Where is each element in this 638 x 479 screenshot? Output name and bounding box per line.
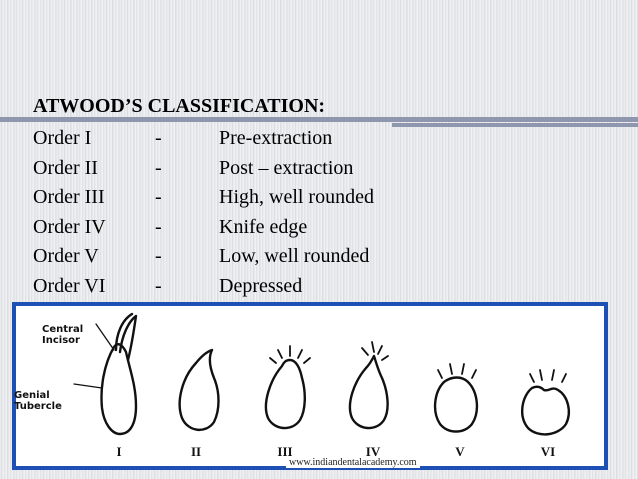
- central-incisor-label: Central Incisor: [42, 324, 84, 346]
- numeral-order-2: II: [190, 444, 202, 459]
- ridge-profile-order-2: [178, 348, 220, 431]
- order-dash: -: [155, 215, 162, 238]
- numeral-order-5: V: [455, 444, 465, 459]
- order-description: Pre-extraction: [219, 127, 333, 149]
- order-row-3: Order III - High, well rounded: [33, 183, 374, 213]
- order-description: Post – extraction: [219, 156, 354, 179]
- rays-order-5: [437, 363, 477, 379]
- order-dash: -: [155, 156, 162, 179]
- order-description: Low, well rounded: [219, 245, 370, 267]
- order-name: Order I: [33, 127, 92, 149]
- order-dash: -: [155, 274, 162, 297]
- order-row-2: Order II - Post – extraction: [33, 154, 374, 184]
- ridge-classification-figure: Central Incisor Genial Tubercle I II III…: [12, 302, 608, 470]
- order-dash: -: [155, 127, 162, 149]
- classification-text: ATWOOD’S CLASSIFICATION: Order I - Pre-e…: [33, 94, 374, 301]
- genial-tubercle-label: Genial Tubercle: [14, 390, 62, 412]
- ridge-profile-drawings: [73, 312, 570, 436]
- rays-order-6: [529, 369, 567, 383]
- order-name: Order II: [33, 156, 98, 179]
- order-name: Order III: [33, 186, 105, 208]
- order-row-4: Order IV - Knife edge: [33, 213, 374, 243]
- order-description: High, well rounded: [219, 186, 374, 208]
- numeral-order-6: VI: [540, 444, 556, 459]
- order-name: Order VI: [33, 274, 106, 297]
- order-name: Order V: [33, 245, 99, 267]
- order-description: Depressed: [219, 274, 303, 297]
- order-row-5: Order V - Low, well rounded: [33, 242, 374, 272]
- slide-heading: ATWOOD’S CLASSIFICATION:: [33, 95, 326, 117]
- ridge-profile-order-4: [348, 354, 389, 430]
- title-rule-accent: [392, 123, 638, 127]
- ridge-profile-order-1: [100, 343, 138, 436]
- order-name: Order IV: [33, 215, 106, 238]
- order-description: Knife edge: [219, 215, 308, 238]
- title-rule: [0, 117, 638, 122]
- rays-order-4: [361, 341, 389, 361]
- ridge-profile-order-3: [264, 358, 306, 430]
- ridge-profile-order-6: [521, 385, 570, 436]
- order-dash: -: [155, 245, 162, 267]
- numeral-order-4: IV: [365, 444, 381, 459]
- numeral-order-1: I: [116, 444, 122, 459]
- order-dash: -: [155, 186, 162, 208]
- incisor-tooth: [118, 314, 138, 362]
- order-row-6: Order VI - Depressed: [33, 272, 374, 302]
- order-row-1: Order I - Pre-extraction: [33, 124, 374, 154]
- ridge-profile-order-5: [433, 376, 479, 433]
- numeral-order-3: III: [277, 444, 293, 459]
- watermark-text: www.indiandentalacademy.com: [286, 457, 420, 468]
- rays-order-3: [269, 345, 311, 364]
